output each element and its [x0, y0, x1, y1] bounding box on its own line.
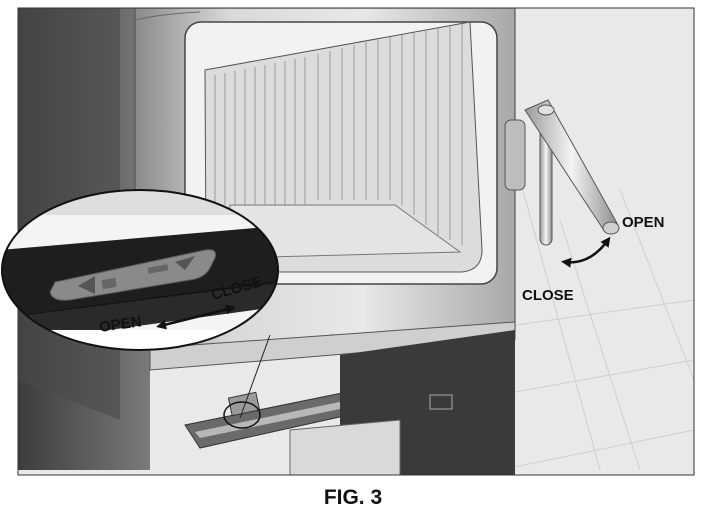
lever-open-close-arrow	[561, 236, 611, 268]
figure-caption: FIG. 3	[323, 486, 383, 509]
air-slider-control	[49, 249, 216, 301]
inset-open-label: OPEN	[98, 313, 142, 336]
lever-close-label: CLOSE	[522, 287, 574, 304]
firebox-back-plates	[214, 24, 463, 245]
inset-open-close-arrow	[156, 304, 236, 330]
slider-highlight-circle	[223, 401, 261, 429]
door-handle	[504, 99, 620, 246]
lever-open-label: OPEN	[622, 214, 665, 231]
